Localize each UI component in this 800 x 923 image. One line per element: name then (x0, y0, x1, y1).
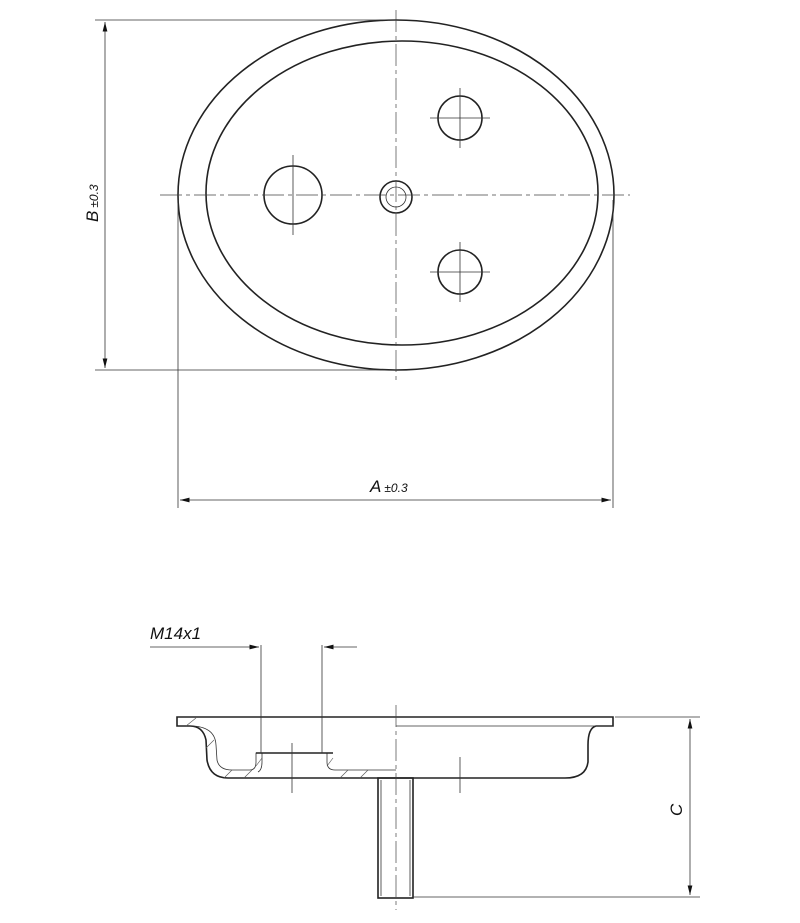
svg-text:B±0.3: B ±0.3 (83, 184, 102, 222)
svg-text:A±0.3: A±0.3 (369, 477, 408, 496)
dimension-a-label: A (369, 477, 381, 496)
top-view (160, 10, 630, 380)
dimension-a: A±0.3 (177, 200, 614, 508)
dimension-c-label: C (667, 803, 686, 816)
section-view (176, 705, 614, 910)
threaded-stud (377, 777, 414, 899)
dimension-thread: M14x1 (150, 624, 357, 753)
thread-label: M14x1 (150, 624, 201, 643)
dimension-b-tolerance: ±0.3 (87, 184, 101, 208)
dimension-b: B ±0.3 (83, 19, 396, 371)
dimension-a-tolerance: ±0.3 (384, 481, 408, 495)
dimension-c: C (413, 716, 700, 898)
dimension-b-label: B (83, 211, 102, 222)
inner-rim (205, 40, 599, 346)
